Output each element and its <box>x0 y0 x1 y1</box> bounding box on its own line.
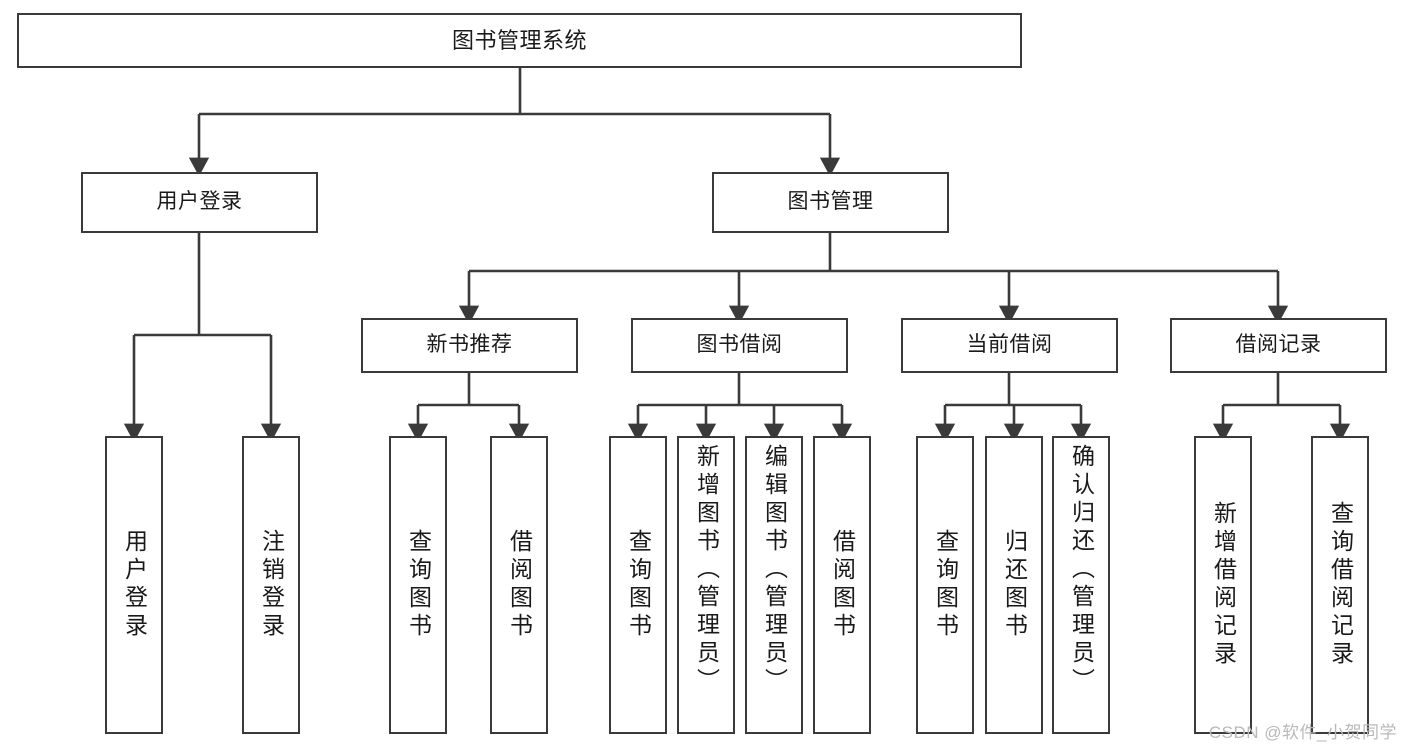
leaf-user-login-sign-out[interactable]: 注销登录 <box>242 436 300 734</box>
node-label: 注销登录 <box>258 529 285 641</box>
node-label: 借阅图书 <box>506 529 533 641</box>
node-label: 编辑图书（管理员） <box>761 444 788 696</box>
leaf-current-borrow-return-books[interactable]: 归还图书 <box>985 436 1043 734</box>
node-label: 查询图书 <box>932 529 959 641</box>
leaf-current-borrow-confirm-return-admin[interactable]: 确认归还（管理员） <box>1052 436 1110 734</box>
leaf-book-borrow-add-book-admin[interactable]: 新增图书（管理员） <box>677 436 735 734</box>
leaf-book-borrow-borrow-books[interactable]: 借阅图书 <box>813 436 871 734</box>
node-book-management[interactable]: 图书管理 <box>712 172 949 233</box>
node-label: 用户登录 <box>121 529 148 641</box>
node-label: 图书管理系统 <box>451 27 587 53</box>
node-book-borrowing[interactable]: 图书借阅 <box>631 318 848 373</box>
node-label: 借阅记录 <box>1235 333 1322 357</box>
leaf-new-book-rec-query-books[interactable]: 查询图书 <box>389 436 447 734</box>
node-borrowing-record[interactable]: 借阅记录 <box>1170 318 1387 373</box>
node-label: 图书管理 <box>787 190 874 214</box>
leaf-book-borrow-edit-book-admin[interactable]: 编辑图书（管理员） <box>745 436 803 734</box>
leaf-current-borrow-query-books[interactable]: 查询图书 <box>916 436 974 734</box>
node-root-book-management-system[interactable]: 图书管理系统 <box>17 13 1022 68</box>
node-label: 用户登录 <box>156 190 243 214</box>
node-label: 借阅图书 <box>829 529 856 641</box>
node-label: 图书借阅 <box>696 333 783 357</box>
leaf-borrow-record-query-record[interactable]: 查询借阅记录 <box>1311 436 1369 734</box>
leaf-book-borrow-query-books[interactable]: 查询图书 <box>609 436 667 734</box>
leaf-borrow-record-add-record[interactable]: 新增借阅记录 <box>1194 436 1252 734</box>
node-label: 查询图书 <box>625 529 652 641</box>
node-label: 当前借阅 <box>966 333 1053 357</box>
node-label: 查询借阅记录 <box>1327 501 1354 669</box>
node-user-login[interactable]: 用户登录 <box>81 172 318 233</box>
leaf-user-login-sign-in[interactable]: 用户登录 <box>105 436 163 734</box>
node-current-borrowing[interactable]: 当前借阅 <box>901 318 1118 373</box>
csdn-watermark: CSDN @软件_小贺同学 <box>1208 723 1397 742</box>
node-new-book-recommendation[interactable]: 新书推荐 <box>361 318 578 373</box>
node-label: 归还图书 <box>1001 529 1028 641</box>
node-label: 确认归还（管理员） <box>1068 444 1095 696</box>
node-label: 新书推荐 <box>426 333 513 357</box>
node-label: 新增图书（管理员） <box>693 444 720 696</box>
leaf-new-book-rec-borrow-books[interactable]: 借阅图书 <box>490 436 548 734</box>
node-label: 新增借阅记录 <box>1210 501 1237 669</box>
node-label: 查询图书 <box>405 529 432 641</box>
